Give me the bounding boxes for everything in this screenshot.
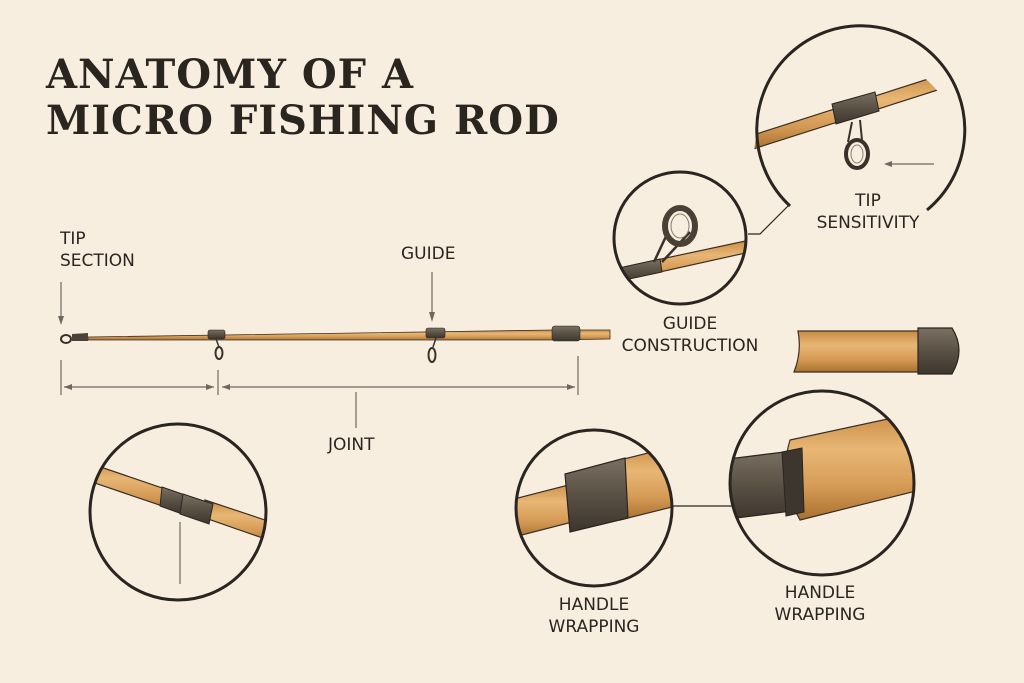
label-line: GUIDE [662,314,718,334]
guide-ring-2 [427,347,437,363]
label-line: TIP [60,229,86,249]
handle-wrapping-circle-2 [728,389,916,577]
label-tip-sensitivity: TIP SENSITIVITY [808,190,928,234]
guide-wrap-1 [207,329,226,340]
handle-wrapping-circle-1 [514,428,732,588]
page-title: ANATOMY OF A MICRO FISHING ROD [46,52,560,144]
label-tip-section: TIP SECTION [60,228,135,272]
label-handle-wrapping-1: HANDLE WRAPPING [534,594,654,638]
label-joint: JOINT [328,435,375,455]
main-rod [60,325,611,363]
guide-wrap-2 [425,327,446,339]
label-line: WRAPPING [548,617,640,637]
joint-detail-circle [88,422,268,602]
tip-top-icon [60,334,72,344]
label-handle-wrapping-2: HANDLE WRAPPING [760,582,880,626]
label-line: HANDLE [558,595,630,615]
title-line-2: MICRO FISHING ROD [46,97,560,144]
handle-butt [793,327,960,375]
guide-construction-circle [612,170,789,306]
tip-sensitivity-circle [754,24,967,212]
guide-ring-1 [214,346,224,360]
dimension-lines [58,272,579,428]
label-line: SENSITIVITY [816,213,920,233]
label-guide-construction: GUIDE CONSTRUCTION [610,313,770,357]
label-line: TIP [855,191,881,211]
label-line: CONSTRUCTION [621,336,759,356]
title-line-1: ANATOMY OF A [46,51,415,98]
label-guide: GUIDE [401,244,456,264]
label-line: HANDLE [784,583,856,603]
label-line: WRAPPING [774,605,866,625]
ferrule [551,325,581,342]
label-line: SECTION [60,251,135,271]
